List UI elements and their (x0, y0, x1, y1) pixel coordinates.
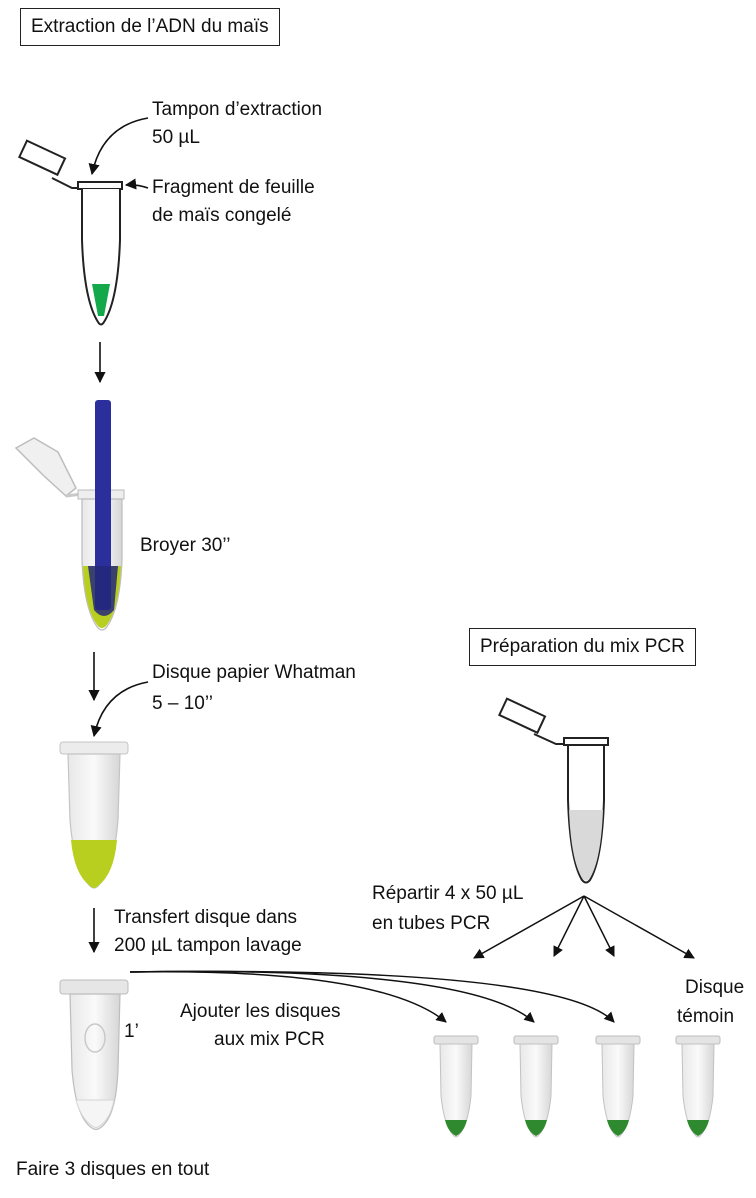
ajouter-label-2: aux mix PCR (214, 1029, 325, 1050)
extraction-tube (18, 139, 123, 326)
arrow-whatman (90, 681, 149, 738)
tampon-label-1: Tampon d’extraction (152, 99, 323, 120)
fragment-label-1: Fragment de feuille (152, 177, 315, 198)
pestle (95, 400, 111, 610)
distrib-arrow-4 (583, 895, 695, 959)
arrow-to-pcr-1 (129, 970, 447, 1023)
repartir-label-2: en tubes PCR (372, 913, 491, 934)
temoin-label-1: Disque (685, 977, 745, 998)
pcr-tube-1 (433, 1035, 479, 1138)
pcr-tube-temoin (675, 1035, 721, 1138)
distrib-arrow-3 (583, 895, 615, 957)
arrow-to-pcr-3 (129, 970, 615, 1023)
pcr-tube-3 (595, 1035, 641, 1138)
leaf-fragment (92, 284, 110, 316)
distrib-arrow-1 (473, 895, 585, 959)
ajouter-label-1: Ajouter les disques (180, 1001, 341, 1022)
temoin-label-2: témoin (677, 1006, 735, 1027)
grinding-tube (14, 400, 125, 631)
extraction-title: Extraction de l’ADN du maïs (20, 8, 280, 46)
tampon-label-2: 50 µL (152, 127, 200, 148)
pcr-mix-liquid (569, 810, 603, 881)
disque-label-2: 5 – 10’’ (152, 693, 213, 714)
arrow-to-pcr-2 (129, 970, 535, 1023)
transfert-label-1: Transfert disque dans (114, 907, 298, 928)
tube-lid (18, 139, 67, 177)
pcr-tube-2 (513, 1035, 559, 1138)
arrow-fragment (124, 178, 149, 190)
repartir-label-1: Répartir 4 x 50 µL (372, 883, 524, 904)
pcr-mix-tube (498, 697, 609, 884)
distrib-arrow-2 (553, 895, 585, 957)
disque-label-1: Disque papier Whatman (152, 662, 356, 683)
whatman-tube (59, 741, 129, 889)
fragment-label-2: de maïs congelé (152, 205, 292, 226)
faire-label: Faire 3 disques en tout (16, 1159, 210, 1180)
arrow-tampon (88, 117, 149, 176)
mix-pcr-title: Préparation du mix PCR (469, 628, 696, 666)
broyer-label: Broyer 30’’ (140, 535, 231, 556)
transfert-label-2: 200 µL tampon lavage (114, 935, 302, 956)
une-minute-label: 1’ (124, 1021, 139, 1042)
wash-tube (59, 979, 129, 1131)
